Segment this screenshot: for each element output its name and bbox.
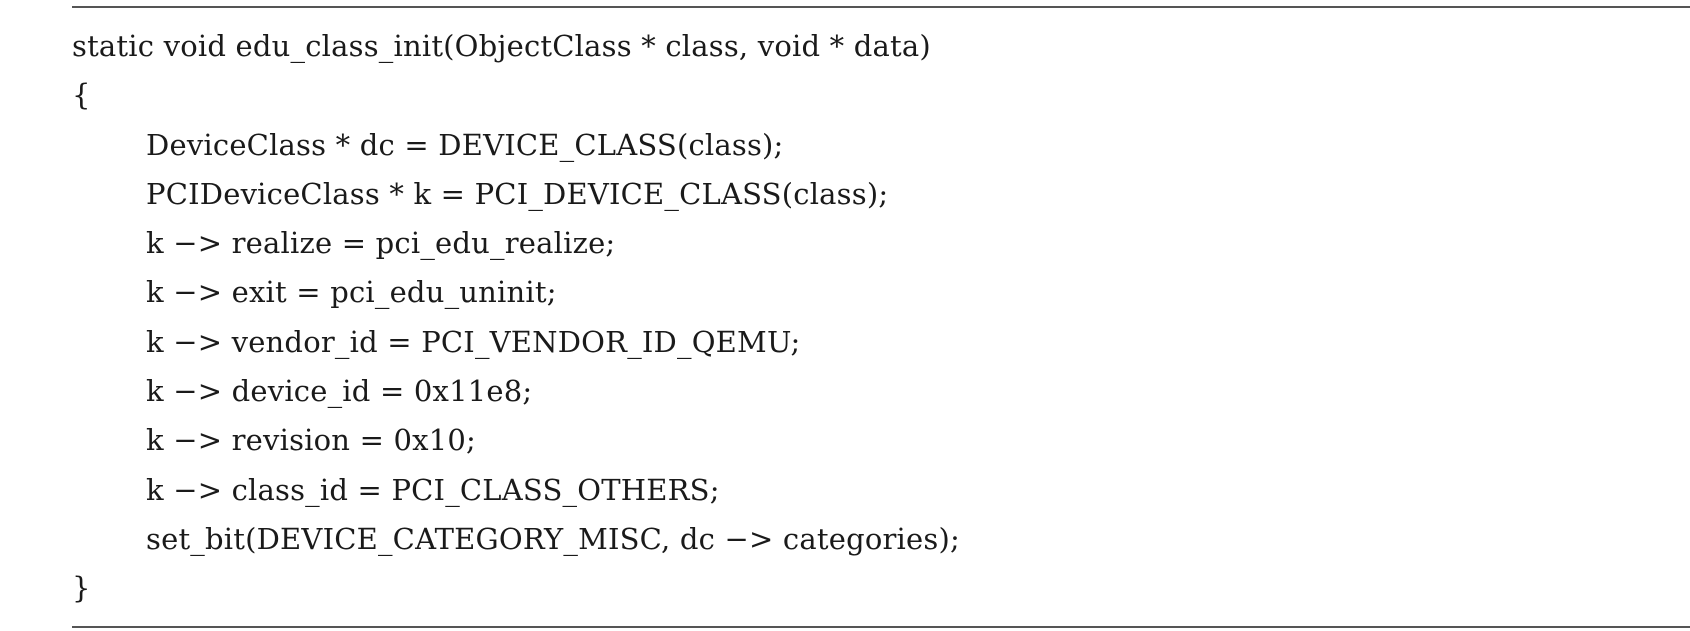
code-listing: static void edu_class_init(ObjectClass *… (72, 22, 960, 614)
code-line-revision: k −> revision = 0x10; (146, 423, 476, 458)
code-line-realize: k −> realize = pci_edu_realize; (146, 226, 616, 261)
code-line-class-id: k −> class_id = PCI_CLASS_OTHERS; (146, 472, 720, 507)
code-line-set-bit: set_bit(DEVICE_CATEGORY_MISC, dc −> cate… (146, 521, 960, 556)
code-line-vendor-id: k −> vendor_id = PCI_VENDOR_ID_QEMU; (146, 324, 801, 359)
bottom-rule (72, 626, 1690, 628)
code-line-close-brace: } (72, 571, 91, 606)
code-line-exit: k −> exit = pci_edu_uninit; (146, 275, 557, 310)
code-line-device-class: DeviceClass * dc = DEVICE_CLASS(class); (146, 127, 784, 162)
code-line-function-signature: static void edu_class_init(ObjectClass *… (72, 29, 931, 63)
top-rule (72, 6, 1690, 8)
code-line-open-brace: { (72, 78, 91, 113)
code-line-device-id: k −> device_id = 0x11e8; (146, 374, 533, 409)
code-line-pci-device-class: PCIDeviceClass * k = PCI_DEVICE_CLASS(cl… (146, 176, 889, 211)
